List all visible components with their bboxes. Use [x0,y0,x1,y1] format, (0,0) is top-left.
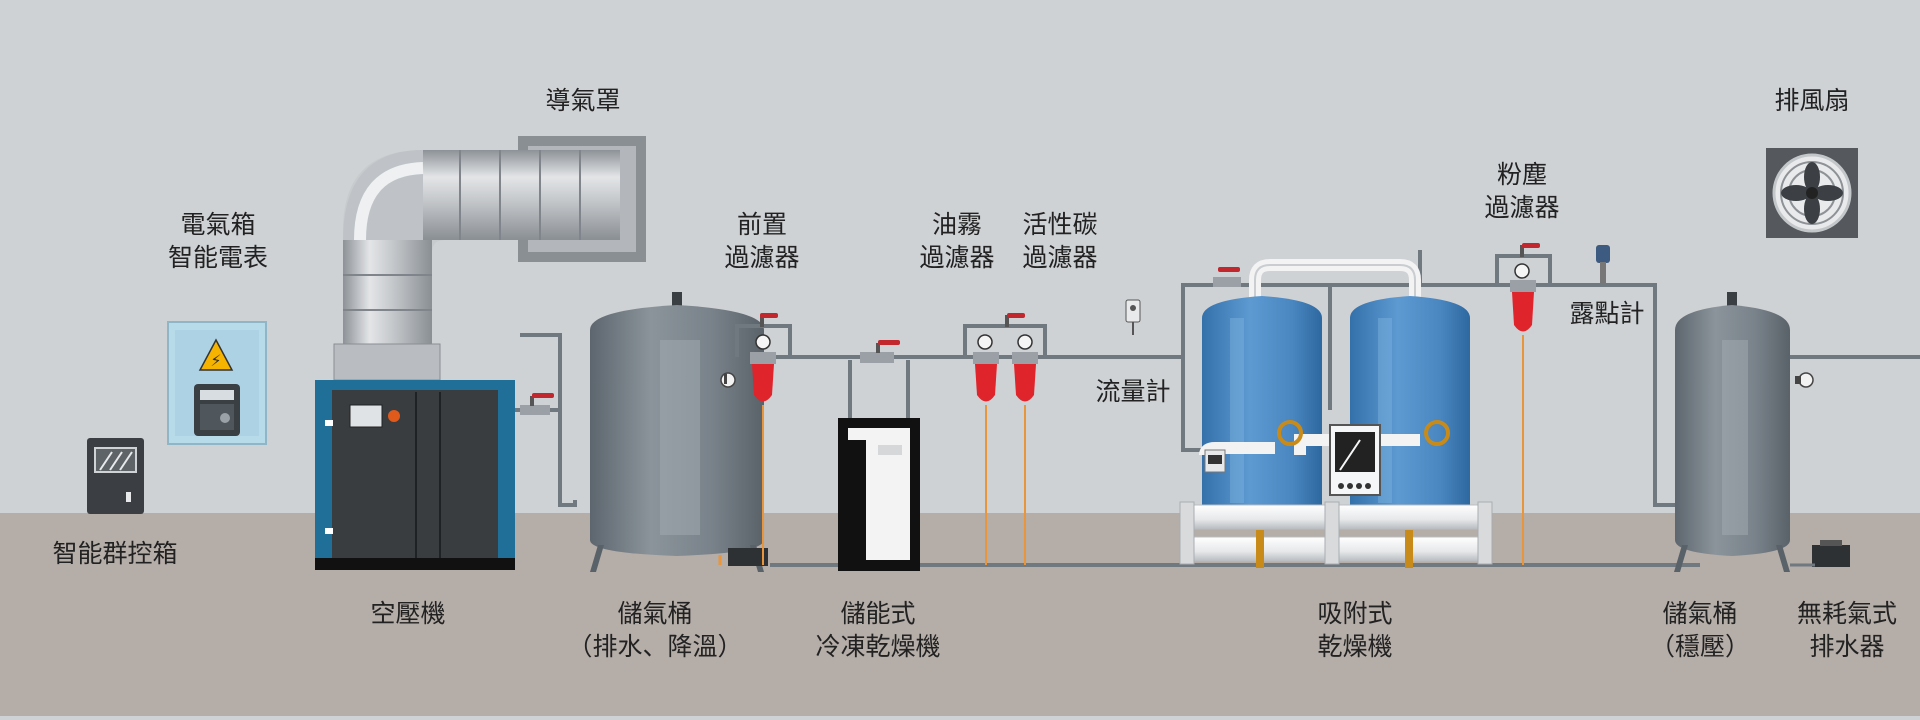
zero-loss-drain [1790,540,1850,567]
electrical-box-smart-meter: ⚡ [167,321,267,445]
pre-filter [735,313,792,565]
air-duct-hood [333,136,646,381]
label-flowmeter: 流量計 [1095,377,1171,406]
label-electrical-box: 電氣箱智能電表 [167,210,269,272]
label-adsorption-dryer: 吸附式乾燥機 [1317,599,1393,661]
label-refrigerated-dryer: 儲能式冷凍乾燥機 [815,599,941,661]
flow-meter [1125,299,1141,335]
smart-group-control-box [87,438,144,514]
dew-point-meter [1596,245,1610,284]
label-dust-filter: 粉塵過濾器 [1484,160,1560,222]
main-pipe [515,250,1920,567]
label-duct: 導氣罩 [545,86,621,115]
label-group-control: 智能群控箱 [52,539,178,568]
label-drain: 無耗氣式排水器 [1796,599,1898,661]
adsorption-dryer [1179,259,1493,568]
label-dewpoint: 露點計 [1569,299,1645,328]
svg-text:⚡: ⚡ [210,351,221,370]
oil-mist-filter [963,313,1047,565]
activated-carbon-filter [1012,334,1038,565]
air-receiver-tank-1 [590,292,768,572]
valve [520,393,554,415]
exhaust-fan [1766,148,1858,238]
label-oil-filter: 油霧過濾器 [919,210,995,272]
label-compressor: 空壓機 [370,599,446,628]
air-compressor [315,380,515,570]
dust-filter [1495,243,1552,565]
label-tank-2: 儲氣桶（穩壓） [1649,599,1751,661]
label-tank-1: 儲氣桶（排水、降溫） [567,599,743,661]
floor [0,513,1920,716]
refrigerated-dryer [838,360,920,571]
air-receiver-tank-2 [1674,292,1814,572]
valve [860,340,900,363]
label-fan: 排風扇 [1774,86,1850,115]
label-carbon-filter: 活性碳過濾器 [1022,210,1098,272]
label-pre-filter: 前置過濾器 [724,210,800,272]
